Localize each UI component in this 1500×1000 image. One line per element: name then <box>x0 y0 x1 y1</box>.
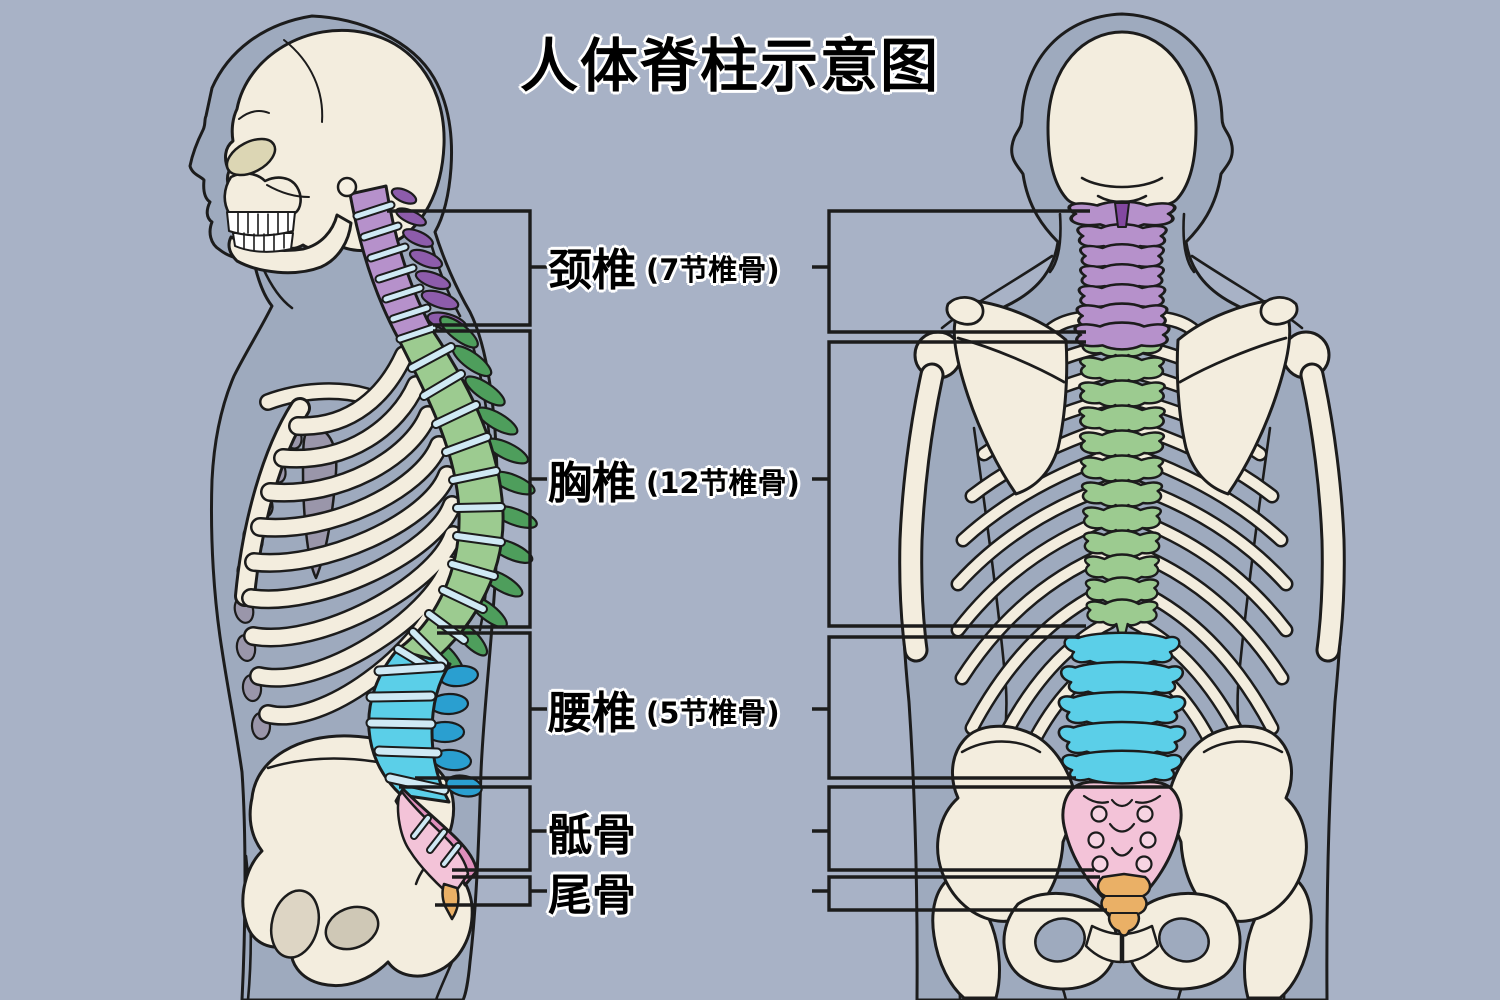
obturator-foramen <box>324 905 380 951</box>
back-coccyx <box>1096 872 1152 937</box>
teeth-lines <box>237 212 289 252</box>
label-cervical-count: (7节椎骨) <box>646 253 780 287</box>
label-lumbar-count: (5节椎骨) <box>646 696 780 730</box>
bracket-right-sacrum <box>812 785 1170 872</box>
side-ribs <box>241 345 463 726</box>
bracket-left-thoracic <box>433 329 547 629</box>
label-cervical-name: 颈椎 <box>548 245 636 296</box>
femur-trochanter <box>269 889 321 959</box>
side-coccyx <box>441 882 460 921</box>
side-skull <box>223 28 446 275</box>
back-view-figure <box>898 12 1342 1000</box>
bracket-right-coccyx <box>812 875 1107 912</box>
bracket-left-coccyx <box>435 875 547 907</box>
side-mandible <box>227 213 353 275</box>
label-thoracic-count: (12节椎骨) <box>646 466 800 500</box>
label-sacrum: 骶骨 <box>548 801 818 861</box>
bracket-lines <box>387 209 1170 912</box>
label-coccyx-name: 尾骨 <box>548 870 636 921</box>
back-thoracic-spine <box>1078 329 1166 644</box>
page-title: 人体脊柱示意图 <box>519 32 940 100</box>
side-sacrum <box>394 787 479 899</box>
side-view-figure <box>188 14 538 1000</box>
bracket-right-thoracic <box>812 340 1086 628</box>
bracket-right-cervical <box>812 209 1090 334</box>
back-cervical-spine <box>1067 199 1177 351</box>
eye-socket <box>225 137 277 177</box>
label-thoracic: 胸椎 (12节椎骨) <box>548 449 818 509</box>
side-discs <box>352 200 506 796</box>
back-lumbar-spine <box>1057 631 1187 785</box>
label-cervical: 颈椎 (7节椎骨) <box>548 236 818 296</box>
jaw-condyle <box>336 176 358 198</box>
back-pelvis-half <box>931 724 1123 1000</box>
back-scapula <box>945 296 1069 496</box>
label-lumbar: 腰椎 (5节椎骨) <box>548 679 818 739</box>
bracket-left-lumbar <box>415 631 547 780</box>
bracket-left-sacrum <box>399 785 547 872</box>
bracket-right-lumbar <box>812 635 1080 780</box>
label-sacrum-name: 骶骨 <box>548 810 636 861</box>
bracket-left-cervical <box>387 209 547 327</box>
side-maxilla <box>223 172 302 215</box>
back-skull <box>1046 30 1198 212</box>
label-coccyx: 尾骨 <box>548 861 818 921</box>
label-lumbar-name: 腰椎 <box>548 688 636 739</box>
label-thoracic-name: 胸椎 <box>548 458 636 509</box>
